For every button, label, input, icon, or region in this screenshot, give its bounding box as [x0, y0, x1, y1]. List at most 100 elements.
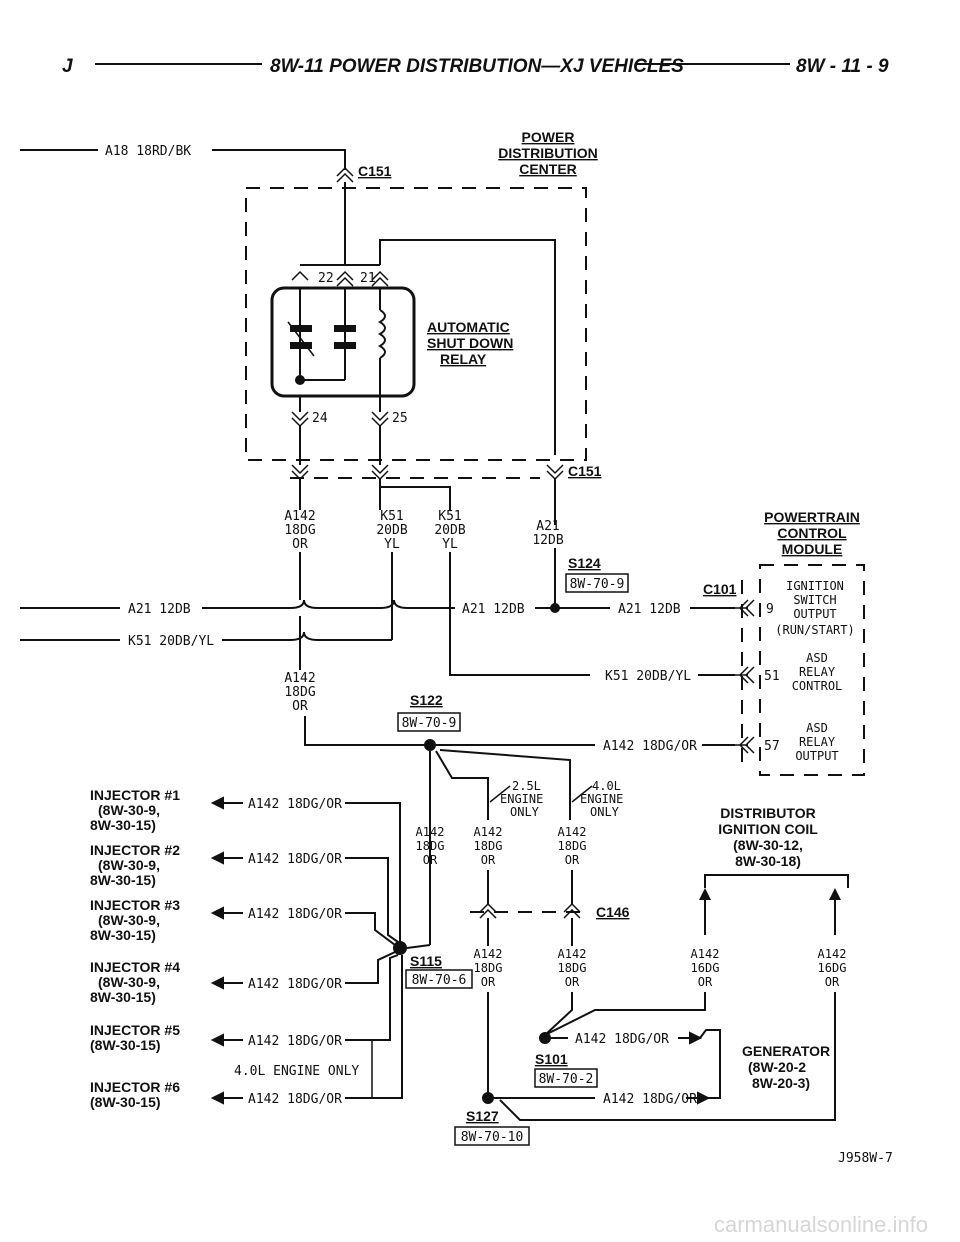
wire-c1-l1: A142	[416, 825, 445, 839]
pcm-pin-51-l3: CONTROL	[792, 679, 843, 693]
relay-diode	[287, 321, 315, 357]
splice-s127-ref: 8W-70-10	[461, 1130, 524, 1145]
splice-s115-dot	[393, 941, 407, 955]
wire-a142-to-s122	[304, 716, 430, 746]
wire-a18-label: A18 18RD/BK	[105, 144, 191, 159]
inj2-l3: 8W-30-15)	[90, 872, 156, 888]
eng25-l2: ENGINE	[500, 792, 543, 806]
wire-e1-l2: 16DG	[691, 961, 720, 975]
dist-l4: 8W-30-18)	[735, 853, 801, 869]
wire-a142b-l1: A142	[284, 671, 315, 686]
wire-d1-l3: OR	[481, 975, 496, 989]
eng40-l1: 4.0L	[592, 779, 621, 793]
relay-coil	[378, 309, 386, 359]
wire-a142-l1: A142	[284, 509, 315, 524]
pcm-pin-51-l2: RELAY	[799, 665, 836, 679]
splice-s124-dot	[550, 603, 560, 613]
inj4-arrow	[210, 976, 243, 990]
pcm-label-3: MODULE	[782, 541, 843, 557]
splice-s127: S127	[466, 1108, 499, 1124]
wire-c3-l1: A142	[558, 825, 587, 839]
wire-k51b-l3: YL	[442, 537, 458, 552]
wire-e2-l2: 16DG	[818, 961, 847, 975]
wire-a142b-l3: OR	[292, 699, 308, 714]
inj4-wire: A142 18DG/OR	[248, 977, 342, 992]
header-left: J	[62, 56, 73, 77]
splice-s127-ref-box	[454, 1126, 530, 1146]
relay-label-2: SHUT DOWN	[427, 335, 513, 351]
inj6-wire: A142 18DG/OR	[248, 1092, 342, 1107]
pcm-label-2: CONTROL	[777, 525, 847, 541]
connector-c151-top-symbol	[336, 166, 354, 183]
inj1-l1: INJECTOR #1	[90, 787, 180, 803]
relay-label-1: AUTOMATIC	[427, 319, 510, 335]
wire-k51a-l1: K51	[380, 509, 403, 524]
relay-pin-21-symbol	[336, 270, 354, 287]
wire-e2-l3: OR	[825, 975, 840, 989]
c146-pin-b	[563, 902, 581, 919]
wire-d2-l1: A142	[558, 947, 587, 961]
wire-a21-in-label: A21 12DB	[128, 602, 191, 617]
wire-a21-mid-label: A21 12DB	[462, 602, 525, 617]
connector-c146: C146	[596, 904, 630, 920]
inj2-l2: (8W-30-9,	[98, 857, 160, 873]
splice-s101-dot	[539, 1032, 551, 1044]
figure-id: J958W-7	[838, 1151, 893, 1166]
c151-pin-a21	[546, 464, 564, 481]
relay-contact-1	[290, 325, 312, 332]
pcm-pin-9-l2: SWITCH	[793, 593, 836, 607]
inj1-arrow	[210, 796, 243, 810]
wire-a21v-l1: A21	[536, 519, 559, 534]
pcm-pin-51-l1: ASD	[806, 651, 828, 665]
inj5-l2: (8W-30-15)	[90, 1037, 161, 1053]
inj6-arrow	[210, 1091, 243, 1105]
eng40-pointer	[571, 785, 593, 803]
inj3-l1: INJECTOR #3	[90, 897, 180, 913]
wire-inj3	[345, 912, 396, 946]
wire-c2-l2: 18DG	[474, 839, 503, 853]
eng40-l2: ENGINE	[580, 792, 623, 806]
inj5-wire: A142 18DG/OR	[248, 1034, 342, 1049]
inj4-l2: (8W-30-9,	[98, 974, 160, 990]
wire-k51a-l2: 20DB	[376, 523, 407, 538]
inj2-l1: INJECTOR #2	[90, 842, 180, 858]
inj2-wire: A142 18DG/OR	[248, 852, 342, 867]
pcm-pin-9-l1: IGNITION	[786, 579, 844, 593]
pcm-pin-57: 57	[764, 739, 780, 754]
pcm-pin-9-symbol	[735, 599, 755, 617]
relay-pin-25-symbol	[371, 411, 389, 428]
inj1-l2: (8W-30-9,	[98, 802, 160, 818]
wire-k51-split	[379, 479, 400, 488]
generator-bracket	[699, 1029, 721, 1099]
wire-inj2	[345, 857, 399, 943]
splice-s124-ref-box	[565, 573, 629, 593]
relay-label-3: RELAY	[440, 351, 487, 367]
wire-2-5l-branch	[435, 750, 489, 820]
pcm-pin-9: 9	[766, 602, 774, 617]
wire-d1-l2: 18DG	[474, 961, 503, 975]
relay-pin-22-symbol	[291, 270, 309, 281]
splice-s101-ref-box	[534, 1068, 598, 1088]
pcm-pin-57-l2: RELAY	[799, 735, 836, 749]
wire-k51-branch	[400, 486, 451, 510]
pdc-label-2: DISTRIBUTION	[498, 145, 598, 161]
inj5-arrow	[210, 1033, 243, 1047]
inj4-l3: 8W-30-15)	[90, 989, 156, 1005]
pcm-pin-51: 51	[764, 669, 780, 684]
wire-a142-l3: OR	[292, 537, 308, 552]
wire-dist-2-return	[499, 992, 836, 1121]
eng25-l3: ONLY	[510, 805, 540, 819]
header-title: 8W-11 POWER DISTRIBUTION—XJ VEHICLES	[270, 56, 684, 77]
wire-c2-l1: A142	[474, 825, 503, 839]
wire-gen2-label: A142 18DG/OR	[603, 1092, 697, 1107]
wire-a21-internal	[379, 239, 556, 455]
inj3-l2: (8W-30-9,	[98, 912, 160, 928]
header-page: 8W - 11 - 9	[796, 56, 889, 77]
splice-s127-dot	[482, 1092, 494, 1104]
wire-d2-l3: OR	[565, 975, 580, 989]
wire-gen2-arrow	[686, 1091, 711, 1105]
dist-l1: DISTRIBUTOR	[720, 805, 815, 821]
wire-k51b-v	[449, 552, 590, 676]
wire-inj6	[345, 955, 403, 1099]
pcm-boundary	[759, 564, 865, 776]
